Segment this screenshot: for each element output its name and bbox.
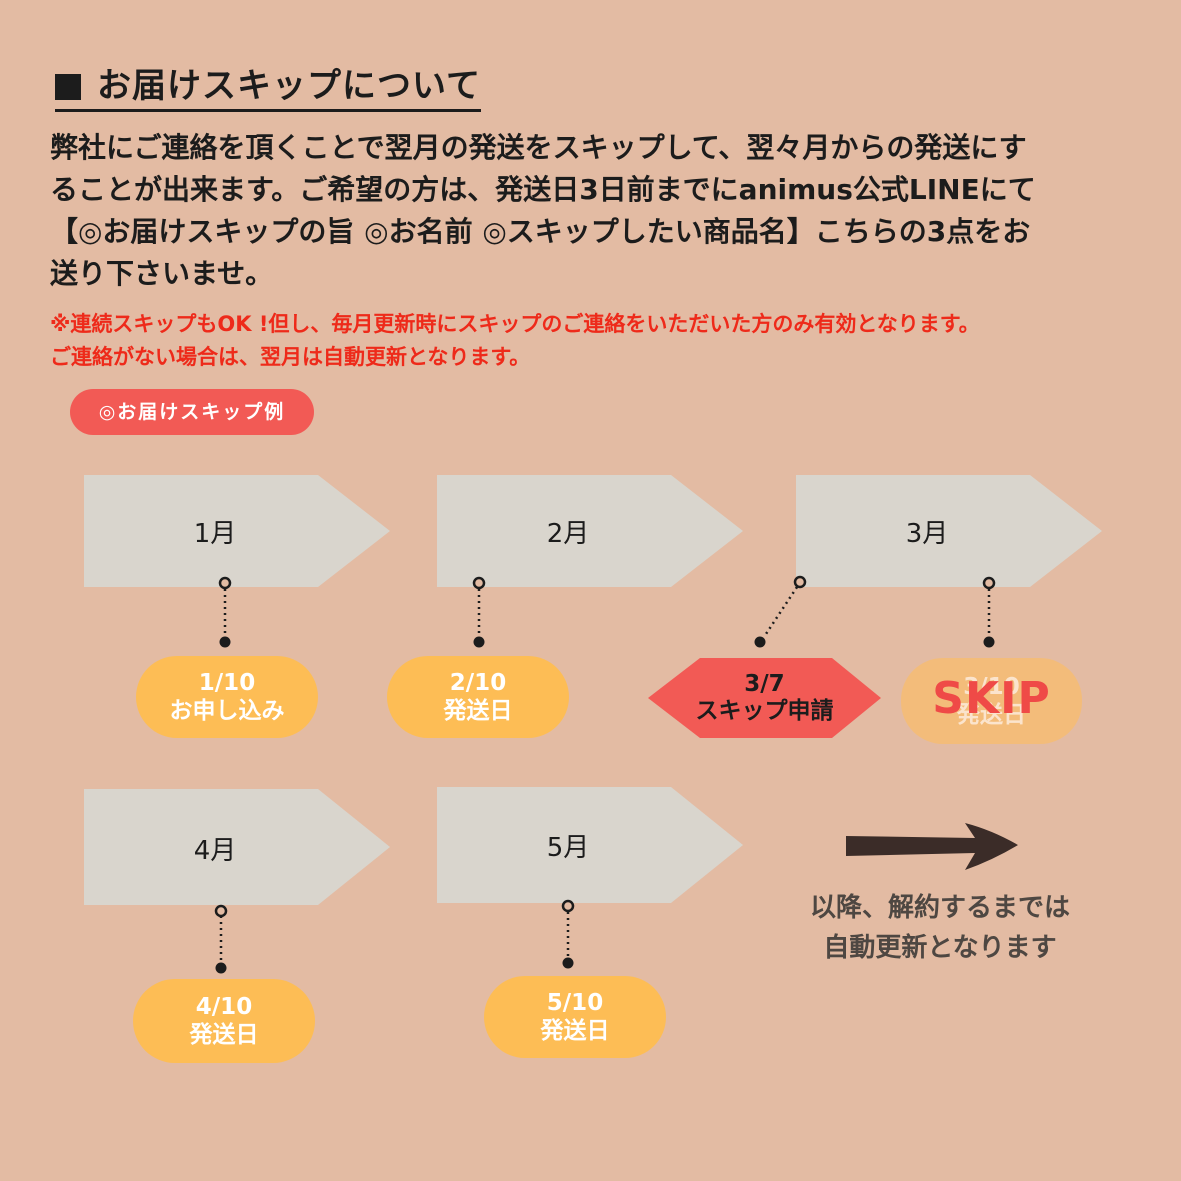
skip-request-hexagon xyxy=(648,658,881,738)
event-pill-shipping: 2/10 発送日 xyxy=(387,656,569,738)
auto-renew-line: 以降、解約するまでは xyxy=(809,893,1070,923)
skip-request-label: 3/7 スキップ申請 xyxy=(648,658,881,738)
notice-line: ※連続スキップもOK !但し、毎月更新時にスキップのご連絡をいただいた方のみ有効… xyxy=(50,312,980,336)
event-pill-application: 1/10 お申し込み xyxy=(136,656,318,738)
page-title-text: お届けスキップについて xyxy=(97,66,481,106)
page-title: お届けスキップについて xyxy=(55,58,481,112)
month-label: 3月 xyxy=(905,519,949,549)
description-line: 【◎お届けスキップの旨 ◎お名前 ◎スキップしたい商品名】こちらの3点をお xyxy=(50,215,1031,248)
event-date: 1/10 xyxy=(198,670,256,696)
month-label: 2月 xyxy=(546,519,590,549)
event-date: 4/10 xyxy=(195,994,253,1020)
auto-renew-note: 以降、解約するまでは 自動更新となります xyxy=(760,888,1120,968)
skipped-shipping-pill: 3/10 発送日 xyxy=(901,658,1082,744)
event-label: 発送日 xyxy=(443,698,513,724)
event-label: お申し込み xyxy=(169,698,285,724)
square-bullet-icon xyxy=(55,74,81,100)
example-badge: ◎お届けスキップ例 xyxy=(70,389,314,435)
event-label: 発送日 xyxy=(189,1022,259,1048)
continue-arrow-icon xyxy=(846,823,1018,870)
event-date: 2/10 xyxy=(449,670,507,696)
notice-line: ご連絡がない場合は、翌月は自動更新となります。 xyxy=(50,345,531,369)
month-arrow-4 xyxy=(84,789,390,905)
description-line: 弊社にご連絡を頂くことで翌月の発送をスキップして、翌々月からの発送にす xyxy=(50,131,1027,164)
event-date: 3/10 xyxy=(963,674,1020,700)
month-label: 1月 xyxy=(193,519,237,549)
event-label: スキップ申請 xyxy=(695,698,834,724)
event-date: 3/7 xyxy=(744,671,785,697)
skip-stamp: SKIP xyxy=(932,673,1051,724)
month-arrow-2 xyxy=(437,475,743,587)
month-arrow-3 xyxy=(796,475,1102,587)
month-label: 4月 xyxy=(193,836,237,866)
month-arrow-1 xyxy=(84,475,390,587)
notice: ※連続スキップもOK !但し、毎月更新時にスキップのご連絡をいただいた方のみ有効… xyxy=(50,308,1170,374)
month-arrow-5 xyxy=(437,787,743,903)
event-label: 発送日 xyxy=(957,702,1026,728)
description: 弊社にご連絡を頂くことで翌月の発送をスキップして、翌々月からの発送にす ることが… xyxy=(50,127,1160,295)
description-line: ることが出来ます。ご希望の方は、発送日3日前までにanimus公式LINEにて xyxy=(50,173,1036,206)
auto-renew-line: 自動更新となります xyxy=(823,933,1057,963)
event-label: 発送日 xyxy=(540,1018,610,1044)
event-date: 5/10 xyxy=(546,990,604,1016)
event-pill-shipping: 4/10 発送日 xyxy=(133,979,315,1063)
description-line: 送り下さいませ。 xyxy=(50,257,274,290)
month-label: 5月 xyxy=(546,833,590,863)
connector-dots xyxy=(214,575,996,974)
event-pill-shipping: 5/10 発送日 xyxy=(484,976,666,1058)
